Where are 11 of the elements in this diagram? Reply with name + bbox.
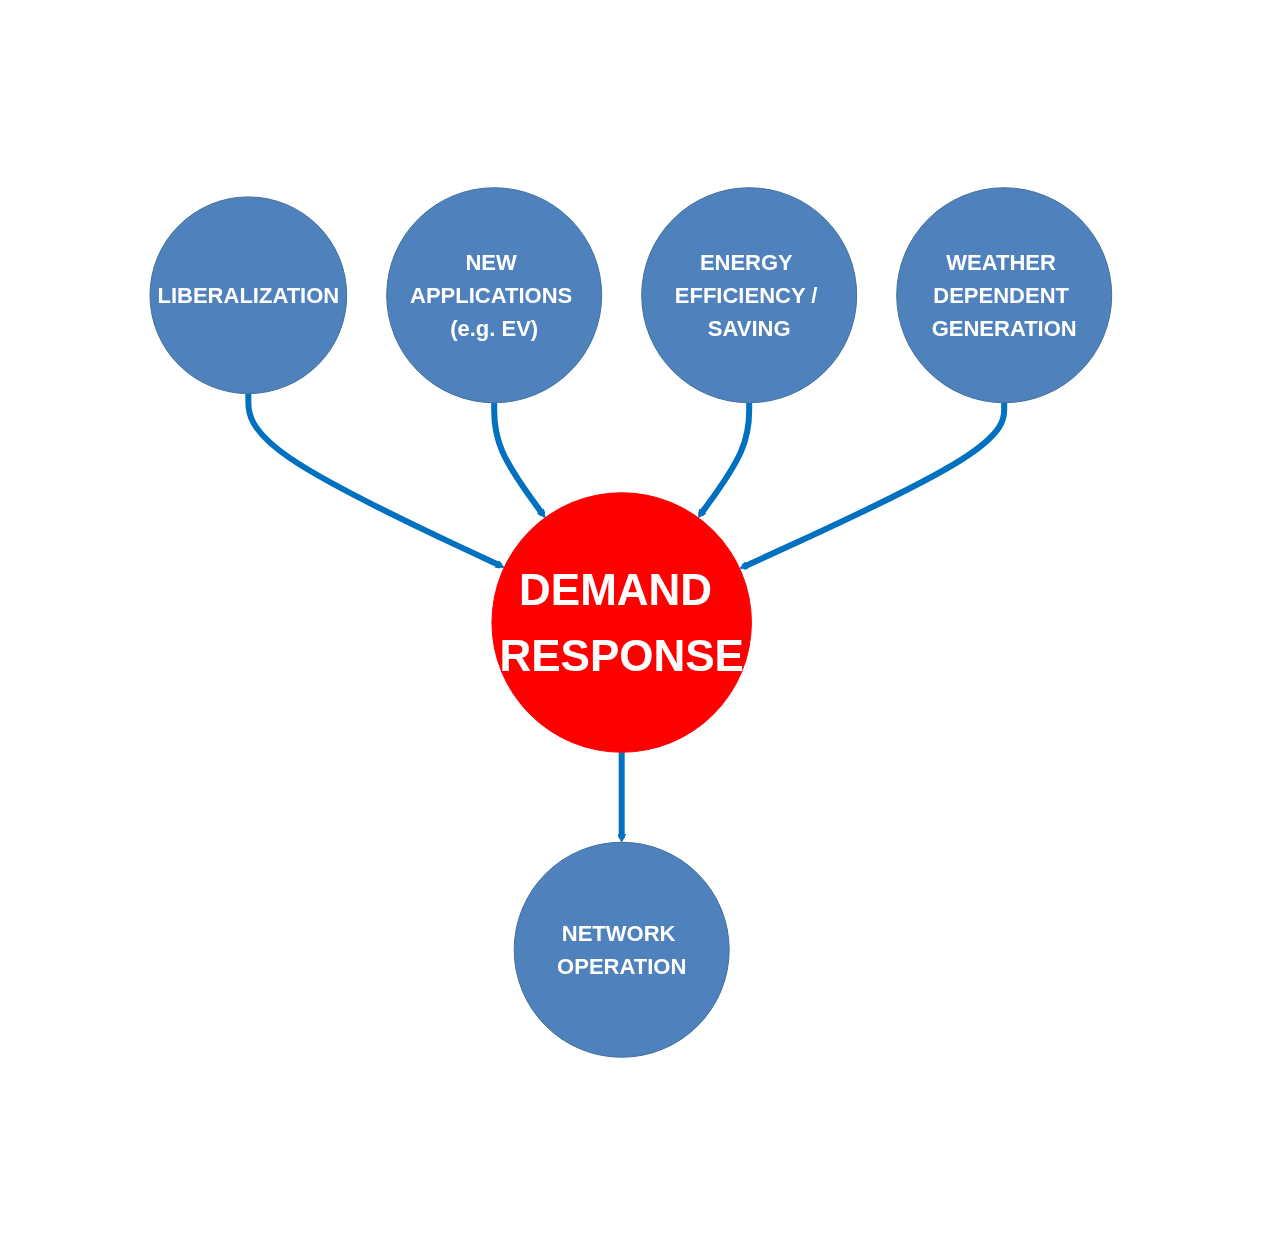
arrow: [490, 402, 546, 519]
node-circle: NEW APPLICATIONS (e.g. EV): [385, 187, 602, 404]
node-circle: ENERGY EFFICIENCY / SAVING: [640, 187, 857, 404]
arrow: [245, 393, 505, 569]
node-circle: LIBERALIZATION: [149, 196, 347, 395]
arrow: [616, 752, 626, 843]
arrow: [738, 402, 1007, 570]
node-circle: NETWORK OPERATION: [513, 841, 730, 1058]
node-circle: DEMAND RESPONSE: [491, 492, 752, 753]
arrow: [697, 402, 752, 519]
node-circle: WEATHER DEPENDENT GENERATION: [895, 187, 1112, 404]
